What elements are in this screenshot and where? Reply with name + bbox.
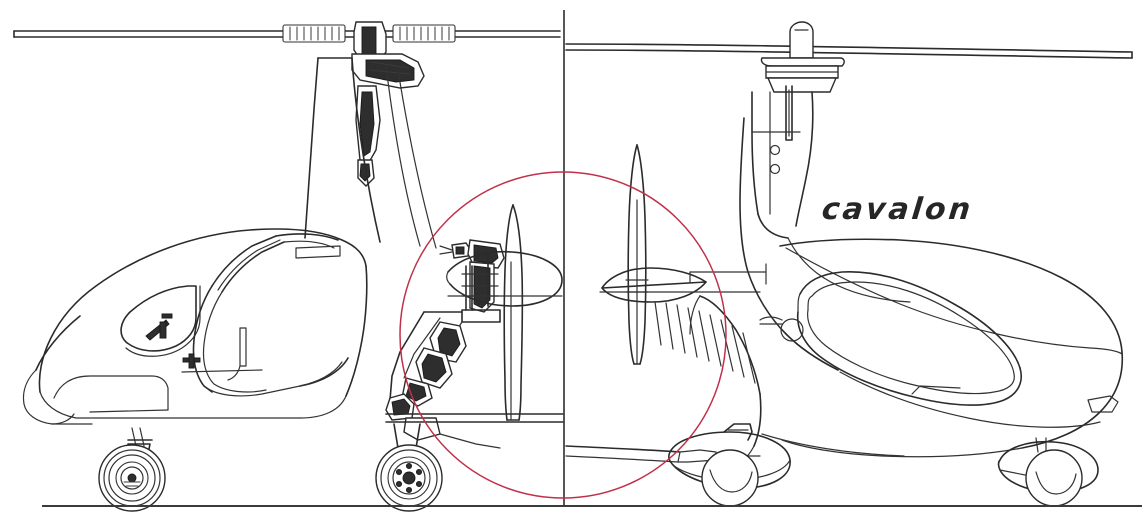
keel-tube-left [385, 413, 565, 423]
engine-mount-left [385, 239, 505, 441]
rotor-mast-right [751, 91, 814, 239]
main-wheel-left [375, 444, 443, 512]
wheel-bolt-pattern [395, 462, 423, 494]
fuselage-shell-left [22, 228, 368, 425]
right-panel [565, 21, 1133, 507]
propeller-blade-left [503, 204, 524, 421]
fin-hatch-lines-right [654, 301, 756, 384]
main-wheel-spat-right [668, 423, 791, 507]
rotor-mast-left [304, 57, 437, 249]
nose-wheel-spat-right [997, 437, 1099, 507]
horizontal-stabilizer-right [599, 263, 767, 303]
rotor-blade-grips [282, 24, 456, 43]
propeller-blade-right [625, 144, 649, 365]
cockpit-interior-left [145, 313, 263, 381]
left-panel [13, 21, 565, 512]
tail-boom-left [439, 433, 501, 449]
cavalon-logo: cavalon [820, 192, 975, 227]
nose-wheel-left [98, 444, 166, 512]
rotor-blade-right [565, 43, 1133, 59]
landing-gear-left [127, 423, 421, 467]
canopy-glazing-left [120, 233, 349, 397]
rotor-head-assembly-right [760, 21, 845, 141]
rotor-head-assembly-left [351, 21, 425, 187]
engine-region-highlight [399, 171, 727, 499]
door-window-right [759, 270, 1022, 406]
